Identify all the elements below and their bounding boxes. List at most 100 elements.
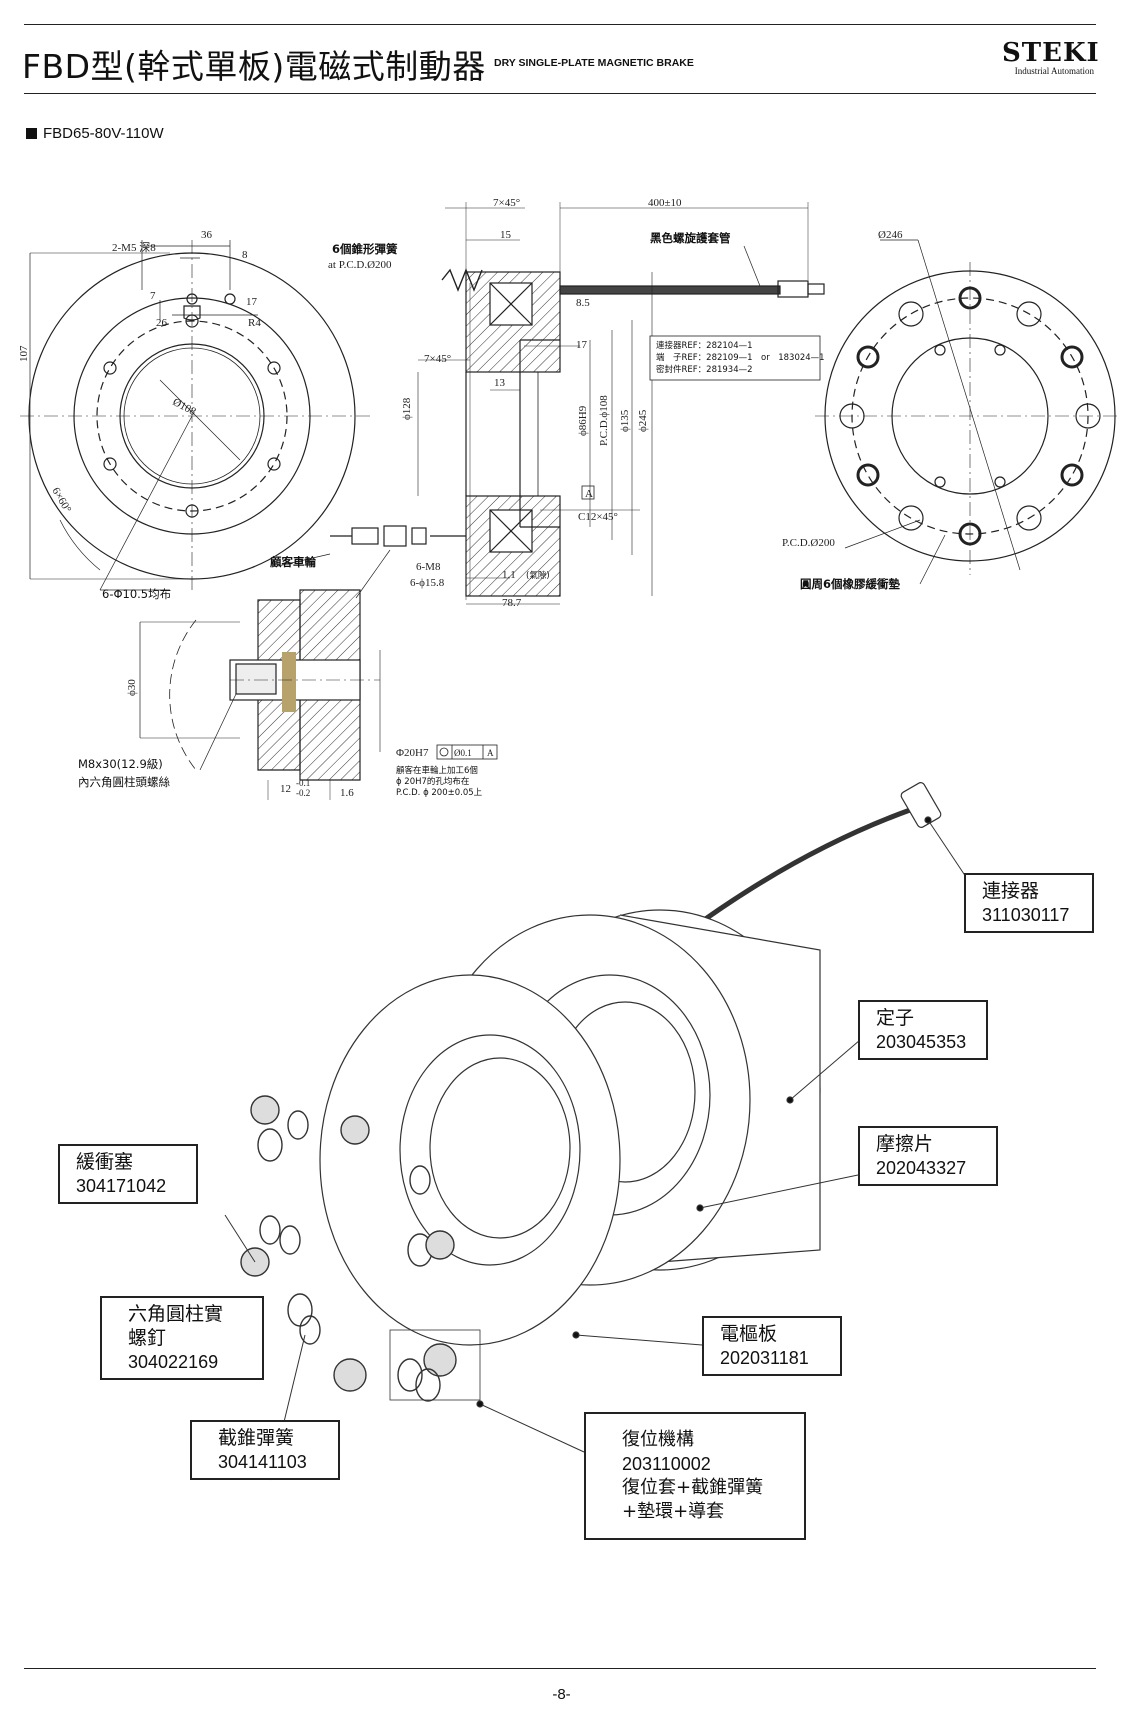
dim-78-7: 78.7 (502, 597, 522, 609)
spring-pcd: at P.C.D.Ø200 (328, 259, 392, 271)
model-name: FBD65-80V-110W (43, 125, 164, 142)
dim-36: 36 (201, 229, 213, 241)
ref-seal: 密封件REF：281934—2 (656, 364, 753, 375)
dim-15: 15 (500, 229, 512, 241)
logo-subtext: Industrial Automation (1014, 66, 1094, 76)
part-name: 緩衝塞 (76, 1151, 134, 1173)
damper-label: 圓周6個橡膠緩衝墊 (800, 577, 901, 591)
part-callout-hex-screw: 六角圓柱實 螺釘 304022169 (100, 1296, 264, 1380)
brand-logo: STEKI Industrial Automation (1002, 38, 1100, 76)
page-number: -8- (552, 1686, 571, 1703)
part-code: 202043327 (876, 1158, 967, 1178)
detail-view (139, 589, 381, 800)
dim-c12: C12×45° (578, 511, 618, 523)
dim-7x45-inner: 7×45° (424, 353, 451, 365)
hole-note-3: P.C.D. ϕ 200±0.05上 (396, 788, 483, 798)
rear-view (815, 239, 1120, 585)
part-callout-conical-spring: 截錐彈簧 304141103 (190, 1420, 340, 1480)
part-callout-damper-plug: 緩衝塞 304171042 (58, 1144, 198, 1204)
part-desc-2: +墊環+導套 (622, 1501, 725, 1522)
gdt-datum: A (487, 748, 494, 758)
logo-text: STEKI (1002, 38, 1100, 68)
header-bottom-rule (24, 93, 1096, 94)
dim-128: ϕ128 (401, 397, 413, 420)
part-name: 連接器 (982, 880, 1040, 902)
tol-upper: -0.1 (296, 778, 310, 788)
part-callout-reset-mechanism: 復位機構 203110002 復位套+截錐彈簧 +墊環+導套 (584, 1412, 806, 1540)
dim-r4: R4 (248, 317, 261, 329)
part-code: 203110002 (622, 1454, 711, 1474)
exploded-view (224, 782, 969, 1481)
datum-a: A (585, 488, 593, 500)
screw-spec: M8x30(12.9級) (78, 757, 163, 771)
dim-7: 7 (150, 290, 156, 302)
hole-note-1: 顧客在車輪上加工6個 (396, 765, 478, 776)
dim-108: Ø108 (171, 396, 199, 418)
part-code: 311030117 (982, 905, 1070, 925)
dim-1-1: 1.1 (502, 569, 516, 581)
footer-rule (24, 1668, 1096, 1669)
ref-terminal: 端 子REF：282109—1 or 183024—1 (656, 352, 825, 363)
part-callout-connector: 連接器 311030117 (964, 873, 1094, 933)
part-code: 304171042 (76, 1176, 167, 1196)
dim-8: 8 (242, 249, 248, 261)
air-gap-note: (氣隙) (526, 570, 550, 581)
dim-pcd200: P.C.D.Ø200 (782, 537, 835, 549)
customer-wheel-label: 顧客車輪 (270, 555, 316, 569)
dim-2m5: 2-M5 深8 (112, 241, 156, 254)
part-code: 203045353 (876, 1032, 967, 1052)
ref-connector: 連接器REF：282104—1 (656, 340, 753, 351)
part-code: 304141103 (218, 1452, 307, 1472)
dim-7x45-top: 7×45° (493, 197, 520, 209)
part-name: 定子 (876, 1007, 915, 1029)
dim-15-8: 6-ϕ15.8 (410, 577, 445, 589)
dim-107: 107 (18, 345, 30, 362)
dim-1-6: 1.6 (340, 787, 354, 799)
tol-lower: -0.2 (296, 788, 310, 798)
part-name: 六角圓柱實 (128, 1303, 224, 1325)
model-heading: FBD65-80V-110W (26, 125, 164, 142)
holes-note: 6-Φ10.5均布 (102, 587, 171, 601)
part-code: 202031181 (720, 1348, 809, 1368)
dim-17-b: 17 (576, 339, 588, 351)
screw-desc: 內六角圓柱頭螺絲 (78, 775, 170, 789)
part-name: 復位機構 (622, 1429, 694, 1450)
gdt-tolerance: Ø0.1 (454, 748, 472, 758)
tube-label: 黑色螺旋護套管 (650, 231, 731, 245)
part-code: 304022169 (128, 1352, 219, 1372)
part-callout-friction-disc: 摩擦片 202043327 (858, 1126, 998, 1186)
page-title: FBD型(幹式單板)電磁式制動器 (22, 47, 486, 86)
dim-246: Ø246 (878, 229, 903, 241)
dim-135: ϕ135 (619, 409, 631, 432)
section-view (277, 202, 825, 605)
dim-17: 17 (246, 296, 258, 308)
dim-245: ϕ245 (637, 409, 649, 432)
page-subtitle: DRY SINGLE-PLATE MAGNETIC BRAKE (494, 57, 694, 69)
part-name: 電樞板 (720, 1323, 778, 1345)
ref-box: 連接器REF：282104—1 端 子REF：282109—1 or 18302… (649, 335, 825, 381)
dim-pcd108: P.C.D.ϕ108 (598, 395, 610, 446)
position-tolerance-icon (439, 747, 449, 757)
dim-26: 26 (156, 317, 168, 329)
dim-86: ϕ86H9 (577, 405, 589, 436)
part-callout-armature-plate: 電樞板 202031181 (702, 1316, 842, 1376)
part-desc-1: 復位套+截錐彈簧 (622, 1477, 764, 1498)
part-name: 摩擦片 (876, 1133, 934, 1155)
dim-8-5: 8.5 (576, 297, 590, 309)
header-top-rule (24, 24, 1096, 25)
fit-spec: Φ20H7 (396, 747, 429, 759)
square-bullet-icon (26, 128, 37, 139)
spring-label: 6個錐形彈簧 (332, 242, 398, 256)
dim-30: ϕ30 (126, 679, 138, 696)
part-name: 截錐彈簧 (218, 1427, 295, 1449)
dim-13: 13 (494, 377, 506, 389)
part-name-2: 螺釘 (128, 1327, 167, 1349)
dim-12: 12 (280, 783, 291, 795)
dim-6m8: 6-M8 (416, 561, 441, 573)
dim-400: 400±10 (648, 197, 682, 209)
gdt-frame: Ø0.1 A (436, 744, 498, 760)
hole-note-2: ϕ 20H7的孔均布在 (396, 776, 469, 787)
part-callout-stator: 定子 203045353 (858, 1000, 988, 1060)
front-view (20, 240, 370, 591)
